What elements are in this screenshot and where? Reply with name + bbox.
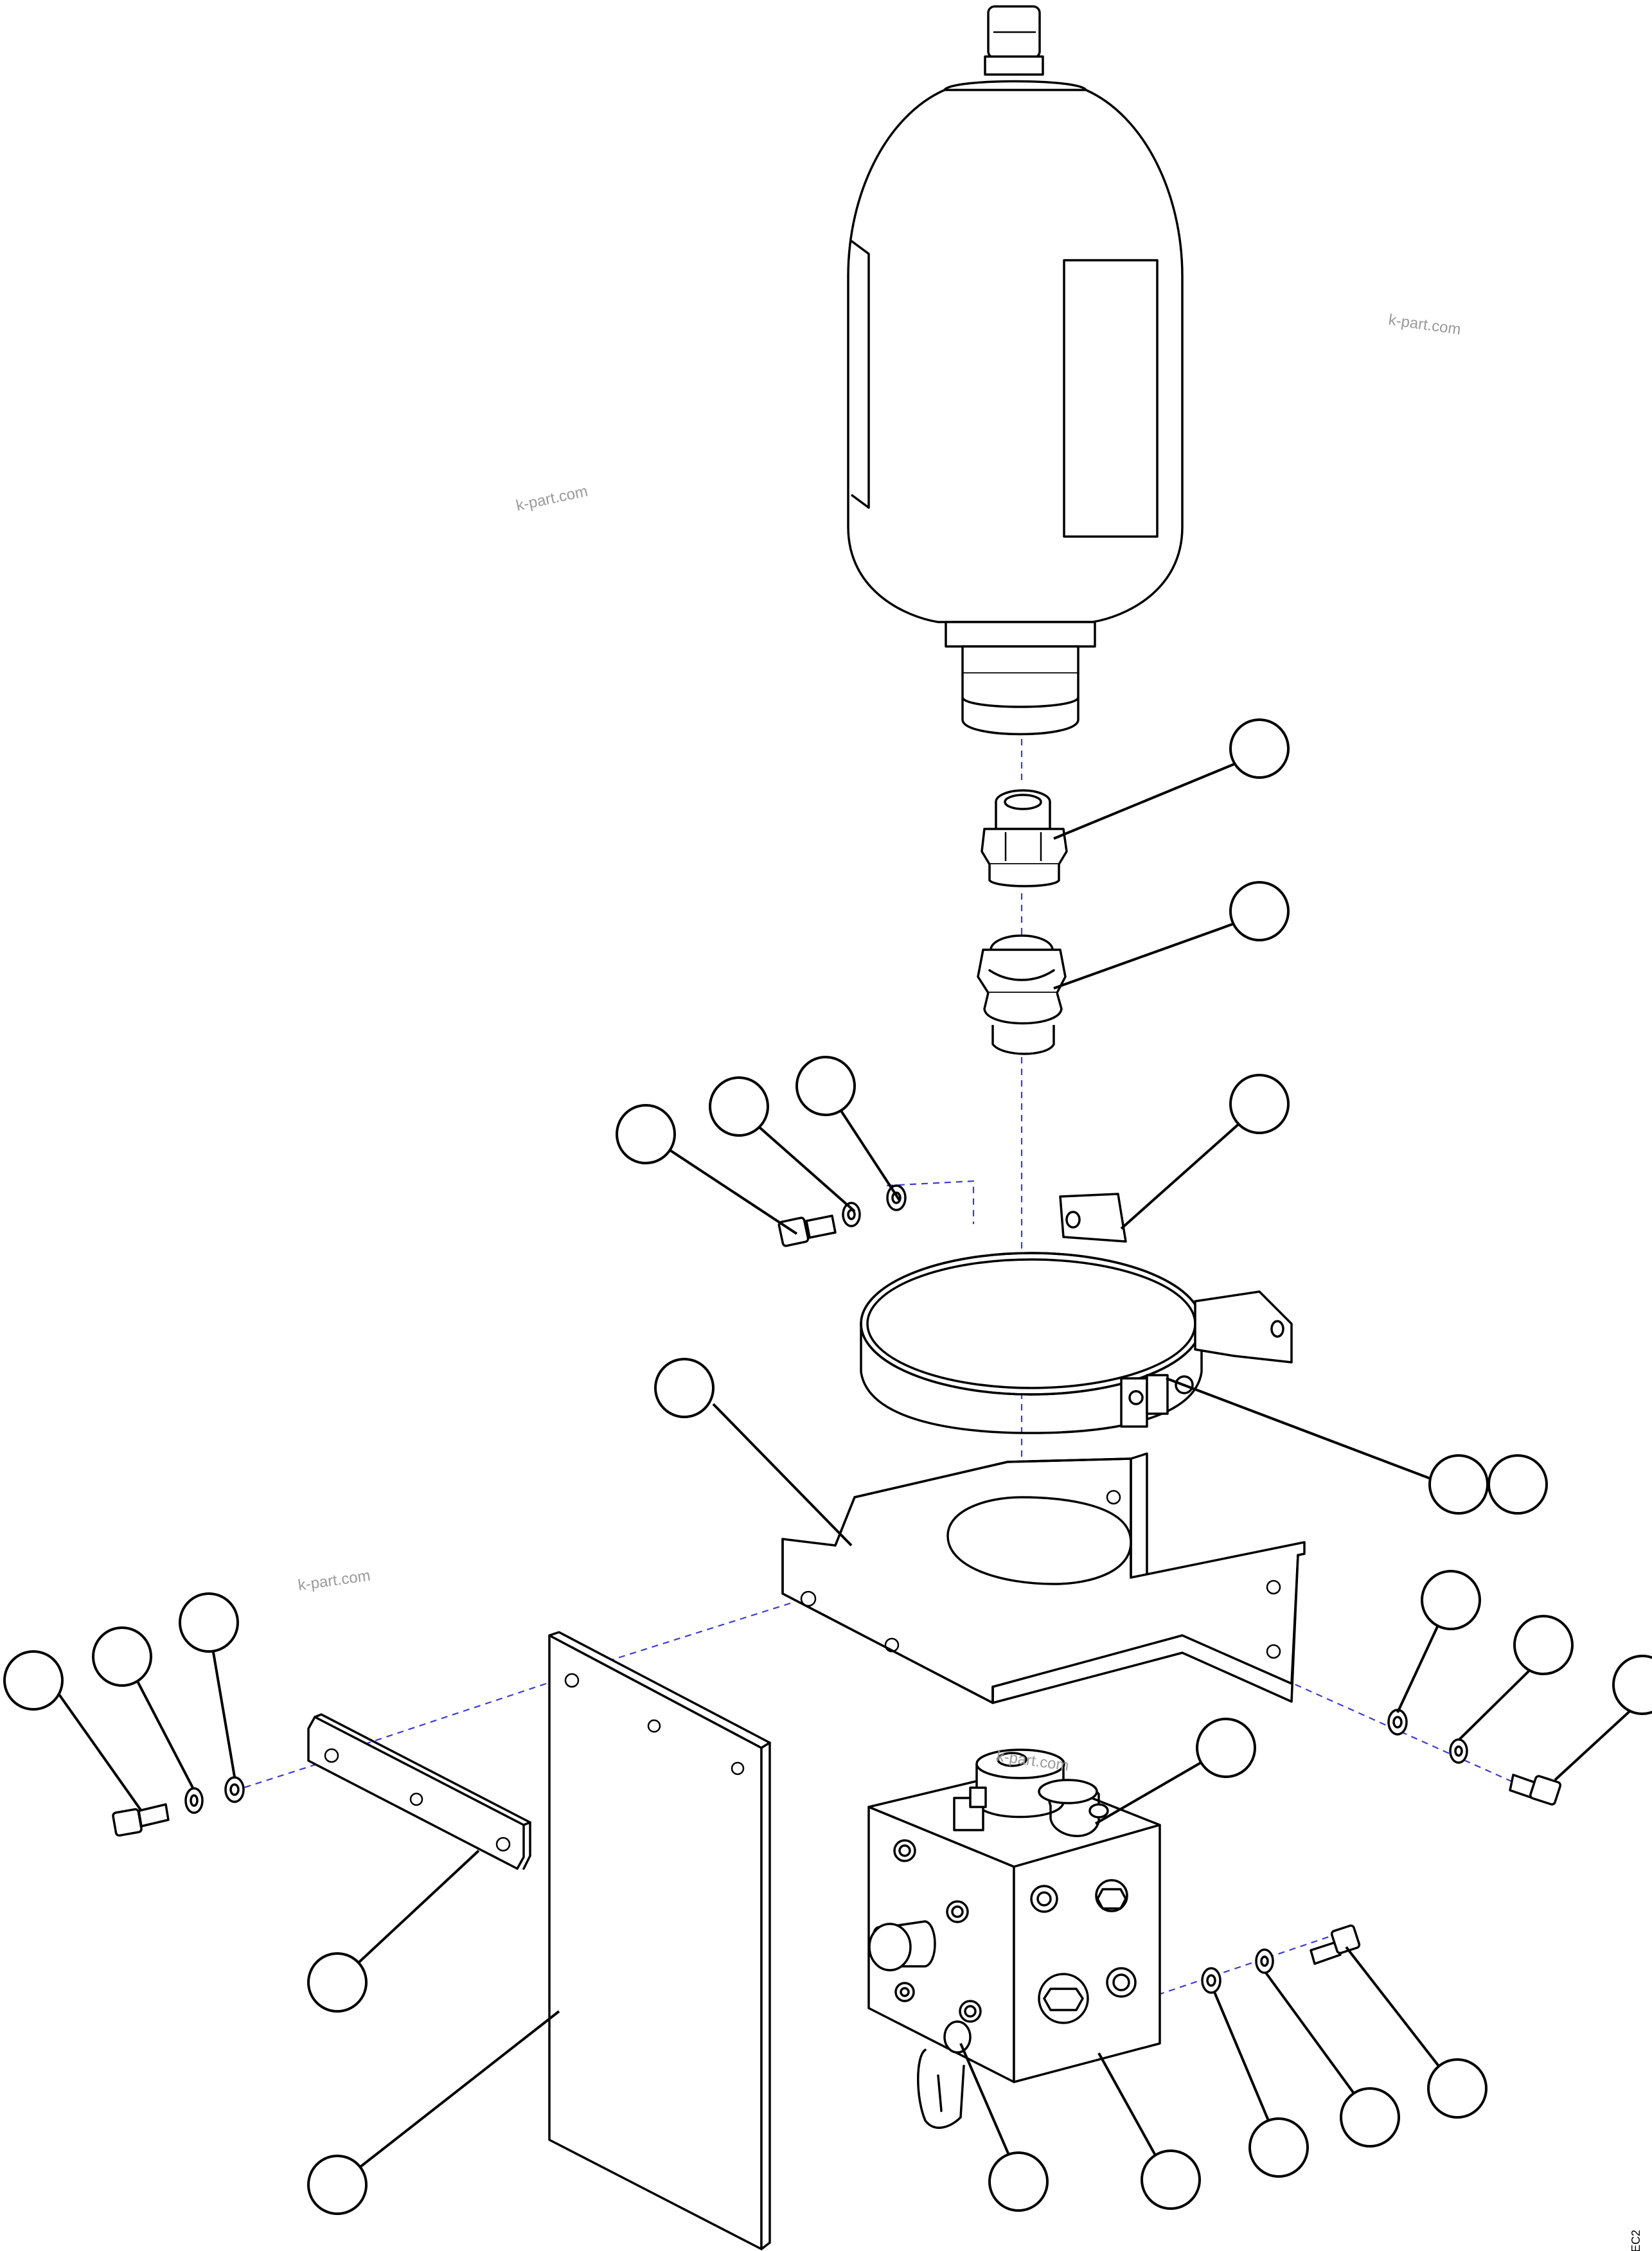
left-fasteners [112,1776,245,1837]
mounting-band-clamp [860,1193,1293,1434]
figure-code: EC2 [1630,2230,1642,2251]
strap-bar [307,1713,531,1870]
callout-bubble-icon[interactable] [1229,1074,1290,1134]
callout-bubble-icon[interactable] [1428,1454,1489,1515]
valve-block-fasteners [1201,1924,1361,1994]
clamp-fasteners [777,1184,907,1247]
callout-bubble-icon[interactable] [3,1650,64,1711]
callout-bubble-icon[interactable] [1421,1570,1481,1630]
callout-bubble-icon[interactable] [307,1952,368,2013]
accumulator [847,5,1184,736]
callout-bubble-icon[interactable] [1340,2087,1400,2148]
callout-bubble-icon[interactable] [179,1592,239,1653]
watermark: k-part.com [515,483,589,515]
callout-bubble-icon[interactable] [1141,2149,1201,2210]
right-fasteners [1387,1709,1562,1806]
callout-bubble-icon[interactable] [1427,2058,1488,2119]
callout-bubble-icon[interactable] [1248,2117,1309,2178]
callout-bubble-icon[interactable] [988,2151,1049,2212]
watermark: k-part.com [297,1567,371,1594]
callout-bubble-icon[interactable] [1196,1718,1256,1778]
adapter-fitting-upper [981,789,1068,887]
adapter-fitting-lower [977,934,1067,1055]
callout-bubble-icon[interactable] [1612,1655,1652,1715]
callout-bubble-icon[interactable] [1229,881,1290,941]
watermark: k-part.com [1387,311,1462,339]
main-bracket [781,1452,1306,1704]
callout-bubble-icon[interactable] [616,1104,676,1164]
callout-bubble-icon[interactable] [709,1076,769,1137]
callout-bubbles [3,718,1652,2215]
callout-bubble-icon[interactable] [92,1626,152,1687]
callout-bubble-icon[interactable] [1513,1615,1574,1675]
callout-bubble-icon[interactable] [307,2155,368,2215]
mounting-plate [548,1631,771,2250]
callout-bubble-icon[interactable] [654,1358,715,1418]
leader-lines [50,754,1637,2186]
callout-bubble-icon[interactable] [1488,1454,1548,1515]
callout-bubble-icon[interactable] [1229,718,1290,779]
callout-bubble-icon[interactable] [795,1056,856,1116]
valve-block [867,1748,1161,2129]
